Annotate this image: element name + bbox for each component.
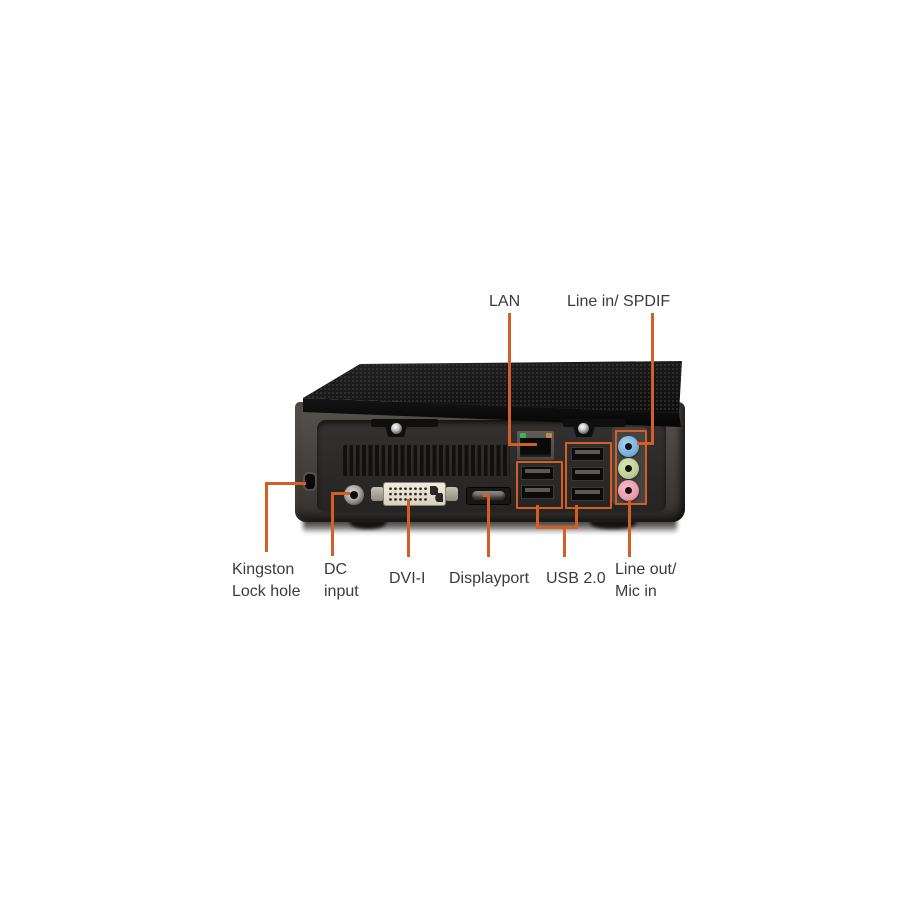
label-dc-line1: DC: [324, 561, 348, 578]
label-line-out-mic-in: Line out/ Mic in: [615, 559, 676, 603]
dvi-nut-left: [371, 487, 384, 501]
screw-icon: [578, 423, 589, 434]
callout-line-kingston: [265, 482, 306, 485]
callout-line-usb: [536, 526, 578, 529]
dvi-analog-section: [430, 486, 443, 502]
screw-icon: [391, 423, 402, 434]
label-dvi: DVI-I: [389, 570, 426, 587]
usb-port: [571, 487, 604, 501]
label-displayport: Displayport: [449, 570, 530, 587]
lan-led-amber: [546, 433, 552, 438]
callout-line-lan: [508, 443, 537, 446]
label-kingston-line2: Lock hole: [232, 583, 301, 600]
dc-input-jack-hole: [350, 491, 358, 499]
callout-line-dc: [331, 492, 350, 495]
lan-port-opening: [520, 438, 551, 457]
callout-line-line-out: [628, 500, 631, 557]
label-dc-input: DC input: [324, 559, 359, 603]
label-dc-line2: input: [324, 583, 359, 600]
label-lan: LAN: [489, 293, 521, 310]
label-line-out-line2: Mic in: [615, 583, 657, 600]
callout-line-displayport: [487, 494, 490, 557]
usb-group-box-left: [516, 461, 563, 509]
callout-line-kingston: [265, 482, 268, 552]
audio-jack-line-in-blue: [618, 436, 639, 457]
callout-line-line-in: [651, 313, 654, 445]
usb-group-box-right: [565, 442, 612, 509]
label-line-out-line1: Line out/: [615, 561, 677, 578]
callout-line-usb: [536, 505, 539, 529]
audio-jack-line-out-green: [618, 458, 639, 479]
usb-port: [571, 467, 604, 481]
usb-port: [521, 485, 554, 499]
callout-line-line-in: [637, 442, 654, 445]
usb-port: [571, 447, 604, 461]
kensington-lock-slot: [305, 474, 315, 489]
usb-port: [521, 466, 554, 480]
callout-line-displayport: [483, 494, 490, 497]
callout-line-dvi: [407, 499, 410, 557]
callout-line-lan: [508, 313, 511, 446]
vent-grille: [343, 445, 510, 476]
lan-led-green: [520, 433, 526, 438]
callout-line-dc: [331, 492, 334, 556]
dvi-pin-grid: [388, 486, 428, 502]
label-kingston-line1: Kingston: [232, 561, 295, 578]
callout-line-usb: [563, 526, 566, 557]
dvi-nut-right: [445, 487, 458, 501]
callout-line-usb: [575, 505, 578, 529]
audio-group-box: [615, 430, 647, 505]
label-usb: USB 2.0: [546, 570, 606, 587]
audio-jack-mic-pink: [618, 480, 639, 501]
label-line-in-spdif: Line in/ SPDIF: [567, 293, 671, 310]
label-kingston-lock-hole: Kingston Lock hole: [232, 559, 301, 603]
